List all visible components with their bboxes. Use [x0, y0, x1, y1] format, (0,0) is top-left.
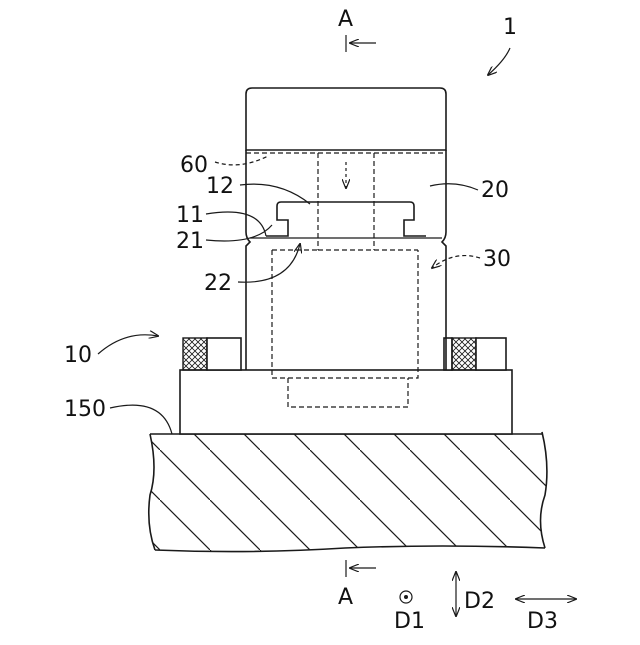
svg-text:D1: D1	[394, 609, 425, 634]
direction-d2: D2	[456, 572, 495, 616]
leader-21	[206, 225, 272, 241]
label-20: 20	[481, 178, 509, 203]
leader-1	[488, 48, 510, 75]
direction-d1: D1	[394, 591, 425, 634]
label-12: 12	[206, 174, 234, 199]
leader-60	[215, 156, 268, 165]
label-22: 22	[204, 271, 232, 296]
section-marker-bottom: A	[338, 560, 376, 610]
svg-text:D3: D3	[527, 609, 558, 634]
leader-20	[430, 184, 478, 190]
t-slot	[266, 202, 426, 236]
base-section	[140, 430, 560, 560]
section-marker-top: A	[338, 7, 376, 52]
leader-11	[206, 212, 266, 236]
label-60: 60	[180, 153, 208, 178]
mount-plate	[180, 370, 512, 434]
leader-150	[110, 405, 172, 434]
knob-left	[183, 338, 241, 370]
svg-text:D2: D2	[464, 589, 495, 614]
knob-right	[444, 338, 506, 370]
upper-block	[246, 88, 446, 370]
label-30: 30	[483, 247, 511, 272]
label-10: 10	[64, 343, 92, 368]
label-11: 11	[176, 203, 204, 228]
svg-text:A: A	[338, 7, 353, 32]
leader-30	[432, 256, 480, 268]
leader-12	[240, 184, 310, 204]
direction-d3: D3	[516, 599, 576, 634]
svg-text:A: A	[338, 585, 353, 610]
label-150: 150	[64, 397, 106, 422]
label-21: 21	[176, 229, 204, 254]
leader-10	[98, 335, 158, 354]
label-1: 1	[503, 15, 517, 40]
